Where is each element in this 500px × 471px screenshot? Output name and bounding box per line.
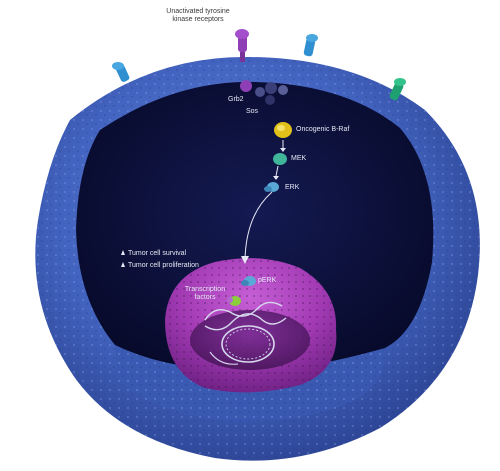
transcription-factors-label-line2: factors	[194, 294, 216, 301]
receptor-icon	[389, 78, 406, 101]
receptor-icon	[112, 62, 130, 82]
dna-helix-icon	[204, 301, 287, 365]
outcome-proliferation: Tumor cell proliferation	[121, 262, 199, 270]
grb2-label: Grb2	[228, 96, 244, 103]
outcome-survival-text: Tumor cell survival	[128, 250, 187, 257]
up-arrow-icon	[121, 262, 125, 267]
grb2-sos-cluster	[240, 80, 288, 105]
braf-protein-icon	[274, 122, 292, 138]
sos-label: Sos	[246, 108, 259, 115]
transcription-factors-label-line1: Transcription	[184, 286, 226, 293]
outcome-survival: Tumor cell survival	[121, 250, 186, 258]
perk-protein-icon	[241, 276, 256, 286]
mek-label: MEK	[291, 155, 307, 162]
erk-protein-icon	[264, 182, 279, 192]
transcription-factors-label: Transcription factors	[180, 286, 230, 302]
outcome-proliferation-text: Tumor cell proliferation	[128, 262, 199, 269]
up-arrow-icon	[121, 250, 125, 255]
receptors-label: Unactivated tyrosine kinase receptors	[148, 8, 248, 24]
erk-label: ERK	[285, 184, 300, 191]
braf-label: Oncogenic B-Raf	[296, 126, 350, 133]
perk-label: pERK	[258, 277, 277, 284]
receptors-label-line2: kinase receptors	[172, 16, 224, 23]
signal-arrow	[244, 191, 273, 261]
transcription-factor-icon	[227, 296, 241, 306]
mek-protein-icon	[273, 153, 287, 165]
cytoplasm	[76, 81, 434, 371]
receptor-icon	[235, 29, 249, 62]
receptors-label-line1: Unactivated tyrosine	[166, 8, 230, 15]
receptor-icon	[303, 34, 318, 57]
